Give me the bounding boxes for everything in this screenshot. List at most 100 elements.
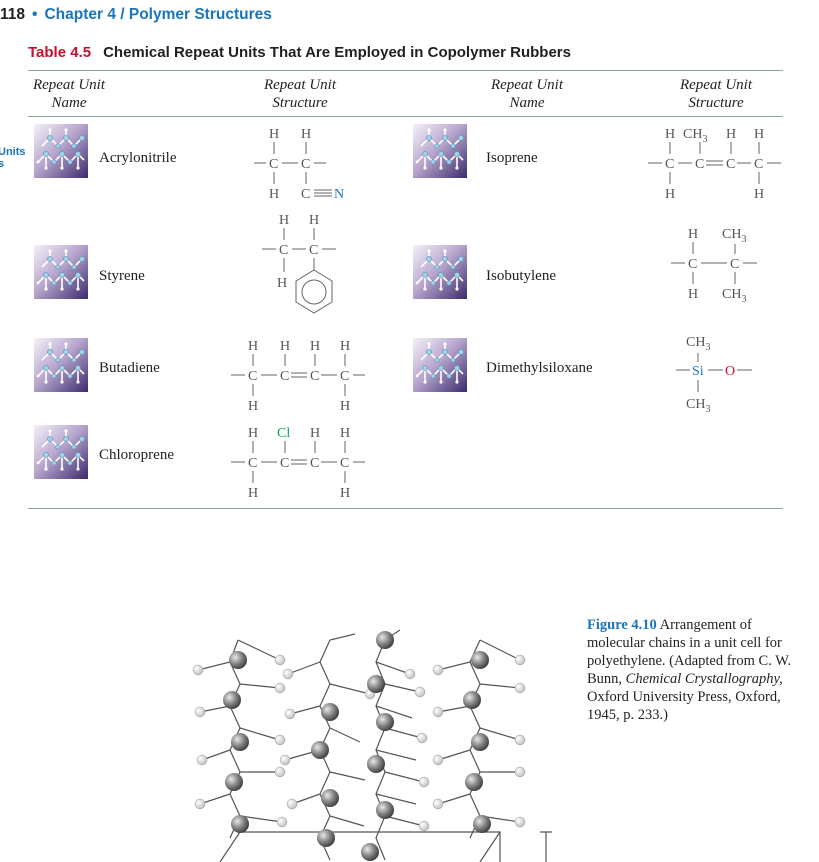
atom-label: C: [730, 257, 739, 272]
atom-label: H: [269, 127, 279, 142]
butadiene-structure: H H H H C C C C H H: [231, 339, 365, 414]
atom-label: CH3: [686, 335, 710, 353]
repeat-unit-name-chloroprene: Chloroprene: [99, 447, 174, 463]
atom-label: H: [248, 399, 258, 414]
atom-label: CH: [686, 335, 705, 350]
dimethylsiloxane-structure: CH3 Si O CH3: [676, 335, 752, 415]
atom-label: H: [269, 187, 279, 202]
atom-label: H: [310, 426, 320, 441]
atom-label: C: [301, 157, 310, 172]
atom-label: H: [665, 127, 675, 142]
molecule-icon: [34, 338, 88, 392]
column-header-name-left: Repeat Unit Name: [28, 76, 110, 112]
atom-label: H: [665, 187, 675, 202]
atom-label: C: [340, 456, 349, 471]
column-header-line: Name: [509, 95, 545, 111]
atom-label: H: [301, 127, 311, 142]
margin-note: Units s: [0, 146, 26, 170]
atom-label: C: [340, 369, 349, 384]
column-header-name-right: Repeat Unit Name: [475, 76, 579, 112]
repeat-unit-name-isobutylene: Isobutylene: [486, 268, 556, 284]
atom-label: C: [688, 257, 697, 272]
molecule-icon: [34, 245, 88, 299]
header-bullet: •: [32, 6, 38, 23]
atom-label: CH3: [722, 287, 746, 305]
molecule-icon: [413, 124, 467, 178]
atom-label: H: [726, 127, 736, 142]
atom-label: Cl: [277, 426, 290, 441]
atom-label: H: [280, 339, 290, 354]
atom-label: H: [340, 486, 350, 501]
atom-label: C: [248, 456, 257, 471]
repeat-unit-name-butadiene: Butadiene: [99, 360, 160, 376]
isoprene-structure: H CH3 H H C C C C H H: [648, 127, 781, 202]
atom-label: CH3: [683, 127, 707, 145]
table-number: Table 4.5: [28, 44, 92, 61]
chloroprene-structure: H Cl H H C C C C H H: [231, 426, 365, 501]
atom-label: H: [248, 486, 258, 501]
atom-label: C: [309, 243, 318, 258]
table-header-rule: [28, 116, 783, 117]
margin-note-line: s: [0, 158, 5, 170]
atom-label: H: [340, 339, 350, 354]
atom-label: N: [334, 187, 344, 202]
molecule-icon: [413, 338, 467, 392]
atom-label: H: [688, 227, 698, 242]
subscript: 3: [705, 404, 710, 415]
atom-label: H: [754, 127, 764, 142]
atom-label: H: [248, 339, 258, 354]
atom-label: CH: [683, 127, 702, 142]
subscript: 3: [705, 342, 710, 353]
subscript: 3: [702, 134, 707, 145]
atom-label: C: [754, 157, 763, 172]
repeat-unit-name-acrylonitrile: Acrylonitrile: [99, 150, 177, 166]
atom-label: C: [301, 187, 310, 202]
atom-label: C: [310, 456, 319, 471]
column-header-line: Repeat Unit: [490, 77, 564, 93]
figure-caption: Figure 4.10 Arrangement of molecular cha…: [587, 616, 792, 724]
atom-label: H: [340, 399, 350, 414]
running-header: 118 • Chapter 4 / Polymer Structures: [0, 6, 272, 24]
atom-label: H: [309, 213, 319, 228]
atom-label: CH: [686, 397, 705, 412]
caption-text: Arrangement of molecular chains in a uni…: [587, 617, 792, 687]
atom-label: H: [279, 213, 289, 228]
atom-label: C: [310, 369, 319, 384]
atom-label: CH: [722, 287, 741, 302]
repeat-unit-name-dimethylsiloxane: Dimethylsiloxane: [486, 360, 593, 376]
molecule-icon: [34, 425, 88, 479]
subscript: 3: [741, 234, 746, 245]
table-bottom-rule: [28, 508, 783, 509]
atom-label: CH3: [686, 397, 710, 415]
table-caption: Chemical Repeat Units That Are Employed …: [103, 44, 571, 61]
margin-note-line: Units: [0, 146, 26, 158]
atom-label: H: [248, 426, 258, 441]
atom-label: CH: [722, 227, 741, 242]
atom-label: O: [725, 364, 735, 379]
atom-label: C: [279, 243, 288, 258]
table-top-rule: [28, 70, 783, 71]
atom-label: H: [754, 187, 764, 202]
caption-citation: Oxford University Press, Oxford, 1945, p…: [587, 689, 781, 723]
column-header-line: Structure: [688, 95, 744, 111]
atom-label: H: [277, 276, 287, 291]
column-header-line: Repeat Unit: [32, 77, 106, 93]
column-header-structure-right: Repeat Unit Structure: [664, 76, 768, 112]
repeat-unit-name-isoprene: Isoprene: [486, 150, 538, 166]
acrylonitrile-structure: H H C C H C N: [254, 127, 344, 202]
figure-label: Figure 4.10: [587, 617, 657, 633]
atom-label: C: [695, 157, 704, 172]
atom-label: H: [340, 426, 350, 441]
column-header-line: Structure: [272, 95, 328, 111]
atom-label: C: [280, 456, 289, 471]
polyethylene-unit-cell-illustration: [192, 629, 552, 862]
atom-label: C: [665, 157, 674, 172]
chapter-title: Chapter 4 / Polymer Structures: [44, 6, 272, 23]
subscript: 3: [741, 294, 746, 305]
atom-label: Si: [692, 364, 704, 379]
column-header-line: Name: [51, 95, 87, 111]
atom-label: CH3: [722, 227, 746, 245]
table-title: Table 4.5 Chemical Repeat Units That Are …: [28, 44, 571, 61]
page-number: 118: [0, 6, 26, 23]
atom-label: C: [280, 369, 289, 384]
